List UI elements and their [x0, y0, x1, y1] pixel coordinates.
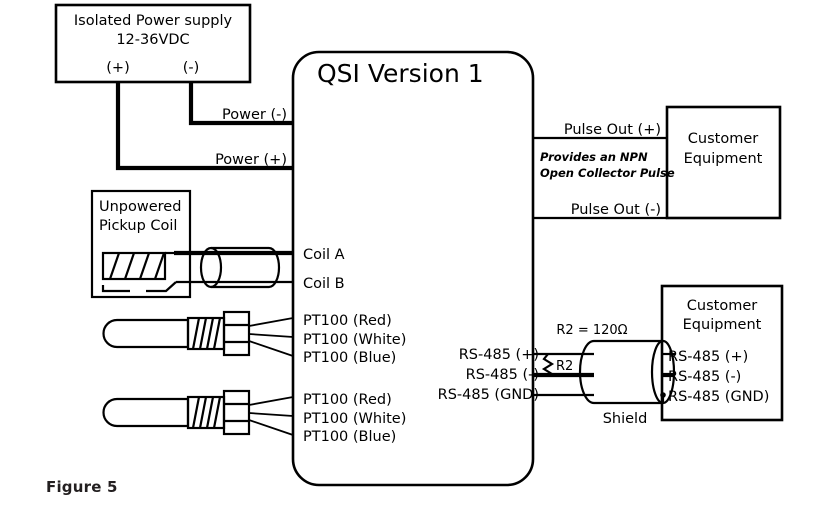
pt100-sensor-1-icon	[102, 310, 251, 357]
qsi-unit-title: QSI Version 1	[317, 59, 484, 88]
pulse-note-line1: Provides an NPN	[540, 150, 648, 164]
power-supply-positive-terminal: (+)	[106, 60, 129, 76]
power-supply-negative-terminal: (-)	[183, 60, 200, 76]
pickup-coil-label-line2: Pickup Coil	[99, 218, 177, 234]
customer-equipment-top-line2: Equipment	[684, 151, 763, 167]
power-negative-label: Power (-)	[222, 107, 287, 123]
power-supply-box	[54, 3, 252, 84]
shield-label: Shield	[603, 411, 648, 427]
customer-rs485-negative-label: RS-485 (-)	[668, 369, 741, 385]
coil-cable-shield	[199, 246, 281, 289]
unit-rs485-negative-label: RS-485 (-)	[466, 367, 539, 383]
rs485-shield-cable	[578, 339, 676, 405]
power-supply-title-line1: Isolated Power supply	[74, 13, 233, 29]
power-positive-label: Power (+)	[215, 152, 287, 168]
pt100-1-wire-red	[248, 317, 294, 327]
unit-rs485-positive-label: RS-485 (+)	[459, 347, 539, 363]
shield-drain-junction	[660, 392, 666, 398]
pt100-2-label-blue: PT100 (Blue)	[303, 429, 396, 445]
pt100-2-label-white: PT100 (White)	[303, 411, 406, 427]
coil-a-label: Coil A	[303, 247, 345, 263]
figure-caption: Figure 5	[46, 478, 118, 496]
pulse-note-line2: Open Collector Pulse	[540, 166, 675, 180]
customer-equipment-top-line1: Customer	[688, 131, 758, 147]
pt100-1-label-white: PT100 (White)	[303, 332, 406, 348]
power-negative-wire	[188, 82, 293, 126]
pt100-1-label-blue: PT100 (Blue)	[303, 350, 396, 366]
customer-equipment-bottom-box	[660, 284, 784, 422]
coil-b-label: Coil B	[303, 276, 345, 292]
pt100-2-wire-blue	[248, 419, 294, 436]
unit-rs485-gnd-label: RS-485 (GND)	[438, 387, 539, 403]
pt100-1-wire-white	[248, 333, 294, 338]
coil-winding-icon	[101, 251, 177, 293]
pulse-out-positive-label: Pulse Out (+)	[564, 122, 661, 138]
resistor-r2-value: R2 = 120Ω	[556, 323, 627, 338]
pt100-2-wire-white	[248, 412, 294, 417]
resistor-r2-icon	[541, 353, 555, 377]
customer-equipment-bottom-line1: Customer	[687, 298, 757, 314]
pickup-coil-label-line1: Unpowered	[99, 199, 181, 215]
power-supply-title-line2: 12-36VDC	[116, 32, 189, 48]
customer-rs485-positive-label: RS-485 (+)	[668, 349, 748, 365]
pulse-out-negative-label: Pulse Out (-)	[571, 202, 661, 218]
pt100-sensor-2-icon	[102, 389, 251, 436]
power-positive-wire	[115, 82, 293, 171]
pt100-1-label-red: PT100 (Red)	[303, 313, 392, 329]
pt100-1-wire-blue	[248, 340, 294, 357]
customer-rs485-gnd-label: RS-485 (GND)	[668, 389, 769, 405]
customer-equipment-bottom-line2: Equipment	[683, 317, 762, 333]
resistor-r2-ref: R2	[556, 359, 573, 374]
customer-equipment-top-box	[665, 105, 782, 220]
qsi-unit-body	[291, 50, 535, 487]
pt100-2-wire-red	[248, 396, 294, 406]
pt100-2-label-red: PT100 (Red)	[303, 392, 392, 408]
